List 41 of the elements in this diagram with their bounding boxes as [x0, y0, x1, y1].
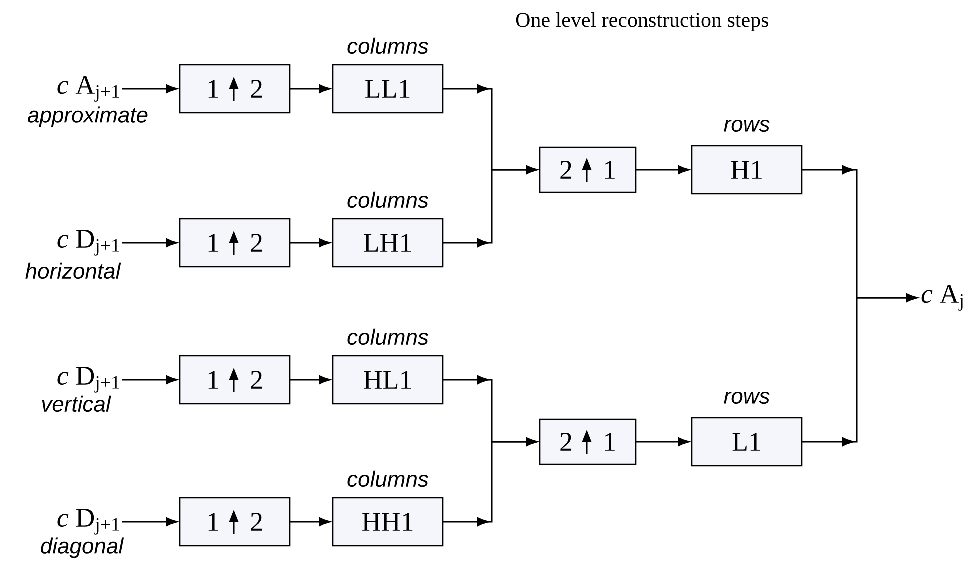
arrow: [122, 376, 178, 384]
node-label: diagonal: [41, 538, 124, 558]
arrow: [290, 238, 331, 248]
node-label: vertical: [42, 396, 112, 412]
arrow: [802, 294, 918, 446]
title: One level reconstruction steps: [516, 12, 768, 32]
filter-box: HL1: [332, 355, 444, 405]
upsampling-box: 1 2: [179, 497, 291, 547]
upsampling-box: 2 1: [539, 146, 637, 194]
node-label: approximate: [28, 106, 148, 128]
arrow: [636, 438, 690, 446]
node-label: rows: [724, 392, 770, 404]
filter-box: L1: [691, 417, 803, 467]
filter-box: LL1: [332, 64, 444, 114]
filter-box: H1: [691, 145, 803, 195]
node-label: rows: [724, 120, 770, 132]
filter-box: HH1: [332, 497, 444, 547]
signal-label: c D$_{j+1}$: [58, 230, 120, 256]
node-label: horizontal: [26, 262, 122, 280]
arrow: [122, 518, 178, 526]
node-label: columns: [348, 192, 428, 208]
arrow: [122, 84, 178, 94]
signal-label: c D$_{j+1}$: [58, 367, 120, 393]
upsampling-box: 1 2: [179, 218, 291, 268]
arrow: [122, 238, 178, 248]
arrow: [290, 84, 331, 94]
signal-label: c D$_{j+1}$: [58, 509, 120, 535]
upsampling-box: 1 2: [179, 355, 291, 405]
upsampling-box: 1 2: [179, 64, 291, 114]
arrow: [290, 376, 331, 384]
node-label: columns: [348, 38, 428, 54]
filter-box: LH1: [332, 218, 444, 268]
signal-label: c A$_{j}$: [922, 285, 963, 311]
node-label: columns: [348, 470, 428, 488]
upsampling-box: 2 1: [539, 418, 637, 466]
signal-label: c A$_{j+1}$: [58, 76, 120, 102]
node-label: columns: [348, 328, 428, 346]
arrow: [290, 518, 331, 526]
arrow: [636, 166, 690, 174]
arrow: [443, 166, 538, 248]
arrow: [443, 438, 538, 526]
